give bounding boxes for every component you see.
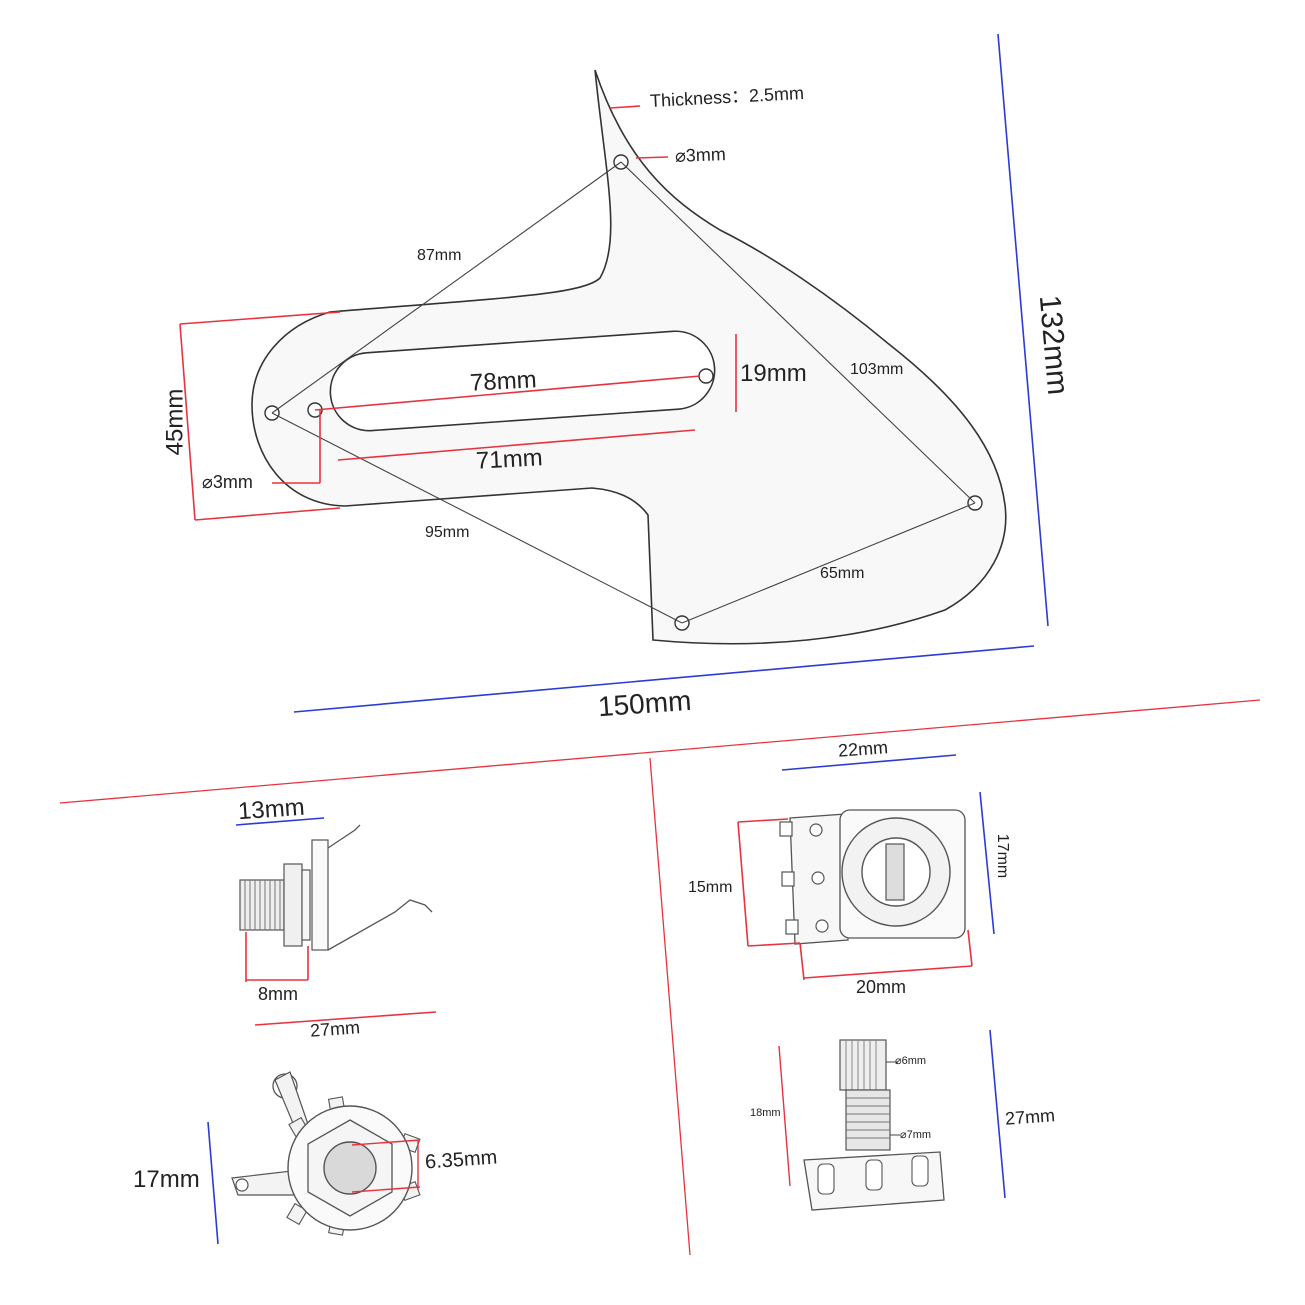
label-pot-width-22: 22mm xyxy=(837,737,889,761)
jack-thread xyxy=(239,879,285,931)
jack-washer xyxy=(301,869,311,941)
label-pot-length-18: 18mm xyxy=(750,1107,781,1119)
label-jack-hole-635: 6.35mm xyxy=(424,1146,498,1174)
label-jack-thread-8: 8mm xyxy=(258,984,298,1004)
label-slot-71: 71mm xyxy=(475,444,544,475)
hole-distance-lines xyxy=(271,161,976,624)
label-pot-width-20: 20mm xyxy=(856,977,907,997)
pickup-slot xyxy=(329,330,716,432)
section-dividers xyxy=(59,699,1261,1256)
red-dimension-lines xyxy=(179,105,737,521)
jack-socket xyxy=(323,1141,377,1195)
label-height-132: 132mm xyxy=(1032,293,1075,397)
label-slot-19: 19mm xyxy=(740,360,807,387)
label-dist-103: 103mm xyxy=(850,361,904,378)
pot-side-view xyxy=(778,1029,1006,1211)
label-width-150: 150mm xyxy=(596,684,693,723)
label-pot-thread-7: ⌀7mm xyxy=(900,1129,932,1141)
label-slot-78: 78mm xyxy=(469,366,538,397)
label-jack-length-27: 27mm xyxy=(309,1017,361,1041)
label-dist-95: 95mm xyxy=(425,524,470,541)
jack-front-view xyxy=(207,1071,421,1245)
label-jack-width-13: 13mm xyxy=(237,793,306,826)
jack-nut xyxy=(283,863,303,947)
pot-front-view xyxy=(737,754,995,981)
label-height-45: 45mm xyxy=(161,388,189,456)
blue-dimension-lines xyxy=(293,33,1049,713)
label-dist-87: 87mm xyxy=(417,247,462,264)
screw-hole-slot-right xyxy=(698,368,714,384)
label-hole-top: ⌀3mm xyxy=(674,144,727,166)
pickguard-drawing xyxy=(179,33,1049,713)
label-dist-65: 65mm xyxy=(820,565,865,582)
label-hole-left: ⌀3mm xyxy=(202,472,253,492)
jack-body xyxy=(311,839,329,951)
label-pot-height-17: 17mm xyxy=(994,833,1012,879)
label-pot-length-27: 27mm xyxy=(1004,1105,1056,1129)
label-pot-shaft-6: ⌀6mm xyxy=(895,1055,927,1067)
jack-spring xyxy=(327,824,433,951)
pot-shaft-slot xyxy=(885,843,905,901)
jack-side-view xyxy=(235,817,437,1026)
pot-threaded-bushing xyxy=(845,1089,891,1151)
pot-knurled-shaft xyxy=(839,1039,887,1091)
label-jack-height-17: 17mm xyxy=(133,1166,200,1193)
label-pot-height-15: 15mm xyxy=(688,879,733,896)
